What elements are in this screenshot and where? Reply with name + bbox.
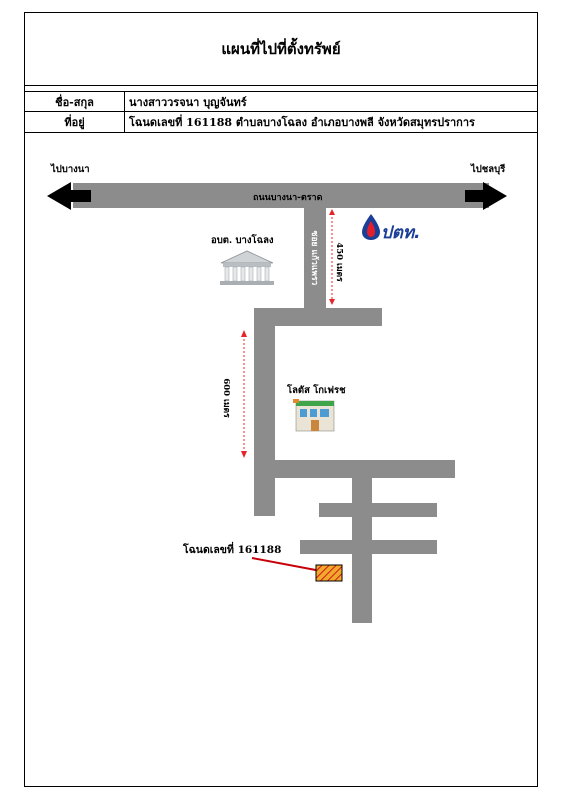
landmark-store-label: โลตัส โกเฟรช xyxy=(287,385,346,396)
soi-name-label: ซอย แก้วแพรว xyxy=(309,230,319,286)
landmark-office-label: อบต. บางโฉลง xyxy=(211,235,274,246)
direction-right-label: ไปชลบุรี xyxy=(471,164,506,175)
soi-long-road xyxy=(254,326,275,516)
distance-top-label: 450 เมตร xyxy=(334,242,344,282)
map-overlay xyxy=(47,182,507,582)
branch-road-1 xyxy=(319,503,437,517)
page-title: แผนที่ไปที่ตั้งทรัพย์ xyxy=(221,40,341,58)
ptt-logo-icon xyxy=(362,214,380,240)
title-box: แผนที่ไปที่ตั้งทรัพย์ xyxy=(25,13,537,86)
soi-top-road xyxy=(304,208,326,308)
government-building-icon xyxy=(220,250,274,285)
left-arrow-icon xyxy=(47,182,91,210)
main-road xyxy=(73,183,489,208)
right-arrow-icon xyxy=(465,182,507,210)
name-row: ชื่อ-สกุล นางสาววรจนา บุญจันทร์ xyxy=(25,91,537,112)
address-row: ที่อยู่ โฉนดเลขที่ 161188 ตำบลบางโฉลง อำ… xyxy=(25,112,537,133)
map-document-frame: แผนที่ไปที่ตั้งทรัพย์ ชื่อ-สกุล นางสาววร… xyxy=(24,12,538,787)
deed-label: โฉนดเลขที่ 161188 xyxy=(183,544,282,556)
branch-road-2 xyxy=(300,540,437,554)
connector-road-upper xyxy=(254,308,382,326)
direction-left-label: ไปบางนา xyxy=(51,164,90,175)
name-value: นางสาววรจนา บุญจันทร์ xyxy=(129,95,247,109)
name-label: ชื่อ-สกุล xyxy=(25,92,125,111)
distance-arrow-top xyxy=(329,209,335,305)
address-value: โฉนดเลขที่ 161188 ตำบลบางโฉลง อำเภอบางพล… xyxy=(129,116,475,129)
store-icon xyxy=(293,399,335,432)
ptt-logo-text: ปตท. xyxy=(381,223,421,243)
property-plot-icon xyxy=(315,564,343,582)
distance-mid-label: 600 เมตร xyxy=(221,378,231,418)
distance-arrow-mid xyxy=(241,330,247,458)
address-label: ที่อยู่ xyxy=(25,112,125,132)
main-road-label: ถนนบางนา-ตราด xyxy=(253,193,323,203)
deed-pointer-line xyxy=(251,557,322,572)
connector-road-lower xyxy=(275,460,455,478)
